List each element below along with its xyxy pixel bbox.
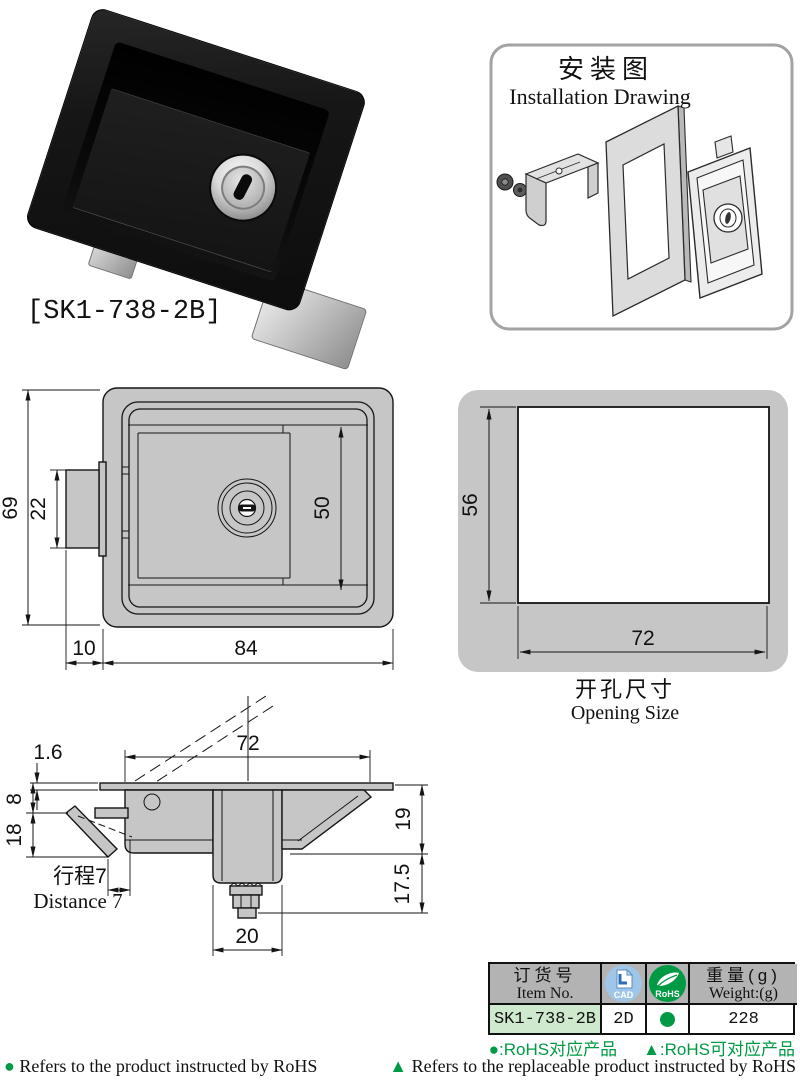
legend-tri-item: ▲ Refers to the replaceable product inst… <box>389 1056 796 1076</box>
cell-cad: 2D <box>602 1005 647 1033</box>
svg-text:20: 20 <box>235 925 258 948</box>
front-tab <box>65 469 100 549</box>
opening-caption-zh: 开孔尺寸 <box>575 677 675 702</box>
svg-text:1.6: 1.6 <box>33 741 62 764</box>
svg-text:22: 22 <box>27 497 50 520</box>
cad-icon: CAD <box>605 965 642 1002</box>
svg-text:69: 69 <box>0 496 22 519</box>
svg-text:50: 50 <box>311 496 334 519</box>
rohs-icon: RoHS <box>649 965 686 1002</box>
front-view-drawing: 69 22 50 10 84 <box>0 387 394 670</box>
legend-dot-item: ● Refers to the product instructed by Ro… <box>4 1056 318 1076</box>
bracket-icon <box>524 153 600 227</box>
svg-text:CAD: CAD <box>614 990 634 1000</box>
svg-text:Distance 7: Distance 7 <box>33 889 122 913</box>
rohs-dot <box>660 1011 675 1027</box>
side-body-left <box>124 789 214 854</box>
front-tab-strip <box>98 461 107 557</box>
rohs-legend-zh: ●:RoHS对应产品▲:RoHS可对应产品 <box>488 1040 795 1059</box>
panel-with-hole-icon <box>605 104 692 318</box>
product-code-label: [SK1-738-2B] <box>27 297 222 327</box>
installation-title-zh: 安装图 <box>558 54 654 84</box>
svg-text:RoHS: RoHS <box>655 989 680 999</box>
header-item-no: 订货号 Item No. <box>490 964 602 1005</box>
side-flange <box>99 782 394 791</box>
svg-text:18: 18 <box>3 823 26 846</box>
svg-text:19: 19 <box>392 807 415 830</box>
svg-text:84: 84 <box>234 637 258 660</box>
cell-item-no: SK1-738-2B <box>490 1005 602 1033</box>
header-rohs: RoHS <box>647 964 690 1005</box>
latch-body-photo <box>23 6 368 314</box>
side-screw <box>229 882 263 919</box>
installation-drawing: 安装图 Installation Drawing <box>489 43 794 331</box>
opening-dimensions: 56 72 <box>459 406 768 659</box>
svg-text:72: 72 <box>236 732 259 755</box>
opening-cutout <box>517 406 770 604</box>
spec-table: 订货号 Item No. CAD RoHS <box>488 962 797 1035</box>
cell-weight: 228 <box>728 1009 759 1029</box>
opening-caption-en: Opening Size <box>571 702 679 724</box>
front-dimensions: 69 22 50 10 84 <box>0 389 394 670</box>
header-weight: 重量(g) Weight:(g) <box>690 964 797 1005</box>
product-photo: [SK1-738-2B] <box>0 0 460 371</box>
installation-title-en: Installation Drawing <box>509 84 690 109</box>
opening-size-drawing: 56 72 开孔尺寸 Opening Size <box>458 390 788 724</box>
front-keyhole <box>217 478 277 538</box>
side-pawl <box>64 805 119 858</box>
side-stem <box>212 789 283 884</box>
rohs-legend-en: ● Refers to the product instructed by Ro… <box>4 1056 796 1077</box>
svg-text:56: 56 <box>459 493 482 516</box>
svg-text:72: 72 <box>631 627 654 650</box>
side-pawl-mount <box>94 807 129 819</box>
svg-text:17.5: 17.5 <box>391 864 414 905</box>
latch-icon <box>687 135 763 299</box>
svg-text:行程7: 行程7 <box>53 865 107 888</box>
cell-rohs-status <box>647 1005 690 1033</box>
latch-recess-photo <box>60 41 331 282</box>
side-dimensions: 72 1.6 8 18 行程7 Distance 7 19 <box>3 732 428 956</box>
svg-text:8: 8 <box>3 793 26 805</box>
side-view-drawing: 72 1.6 8 18 行程7 Distance 7 19 <box>3 695 428 956</box>
header-cad: CAD <box>602 964 647 1005</box>
svg-text:10: 10 <box>72 637 95 660</box>
